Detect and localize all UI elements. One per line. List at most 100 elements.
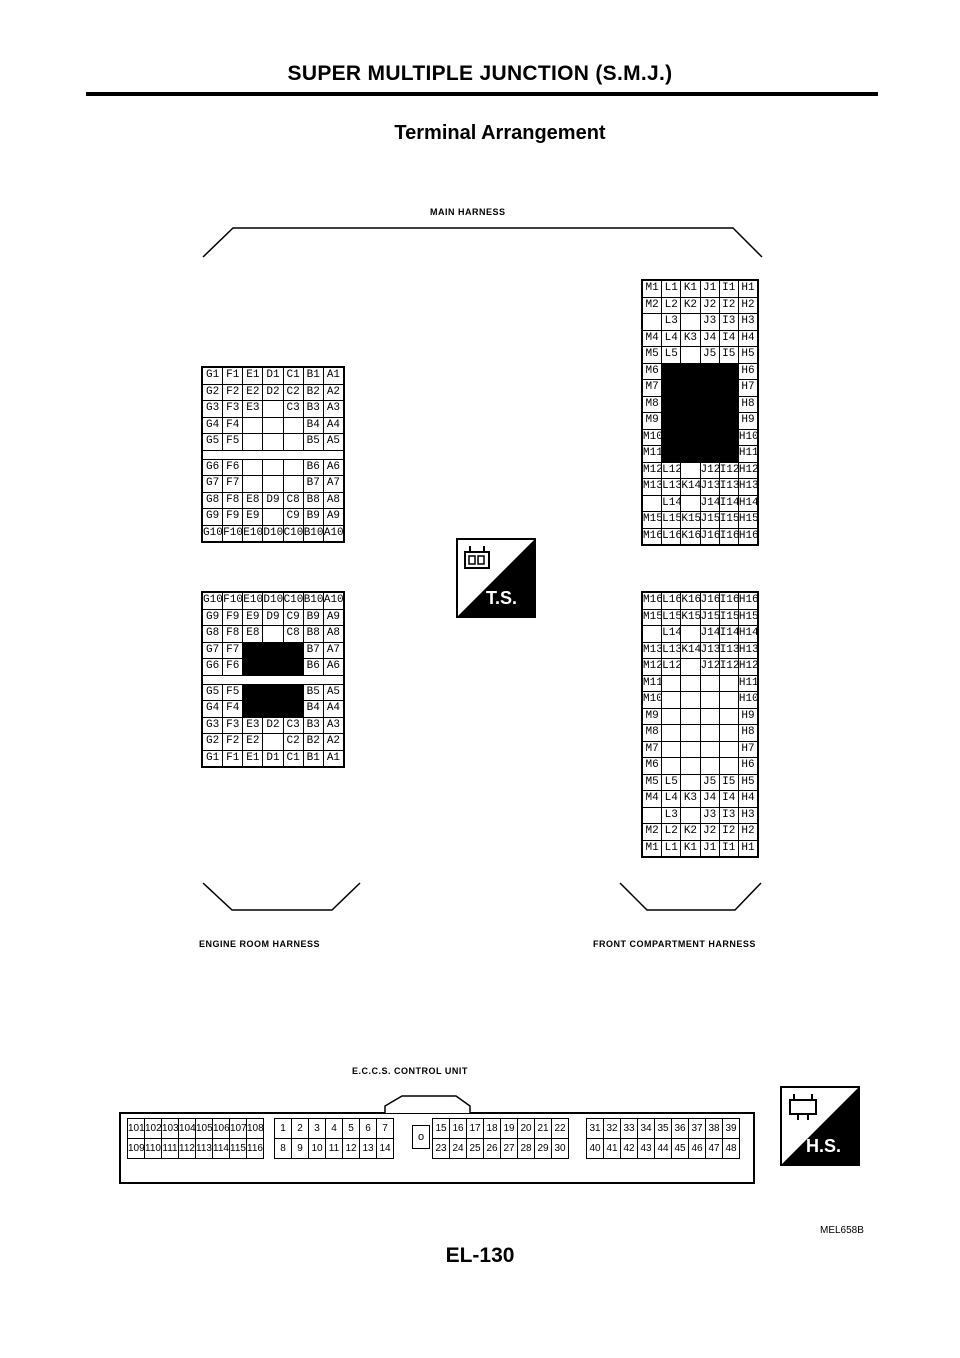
- terminal-a10: A10: [323, 526, 343, 539]
- terminal-g2: G2: [203, 384, 224, 400]
- connector-pin-105: 105: [196, 1119, 213, 1138]
- engine-room-harness-label: ENGINE ROOM HARNESS: [199, 939, 321, 949]
- terminal-h2: H2: [741, 298, 755, 311]
- terminal-e9: E9: [243, 509, 264, 525]
- terminal-f7: F7: [223, 642, 244, 658]
- terminal-k15: K15: [681, 609, 701, 625]
- connector-pin-42: 42: [621, 1139, 638, 1158]
- terminal-empty: [283, 659, 304, 675]
- connector-pin-22: 22: [554, 1123, 566, 1134]
- terminal-empty: [662, 380, 682, 396]
- terminal-empty: [263, 734, 284, 750]
- terminal-i3: I3: [720, 314, 739, 330]
- connector-pin-107: 107: [230, 1119, 247, 1138]
- terminal-c1: C1: [284, 750, 304, 766]
- terminal-c2: C2: [284, 734, 304, 750]
- connector-pin-9: 9: [292, 1139, 309, 1158]
- page-number: EL-130: [445, 1244, 515, 1267]
- front-compartment-harness-label: FRONT COMPARTMENT HARNESS: [593, 939, 756, 949]
- terminal-empty: [681, 675, 701, 691]
- terminal-j1: J1: [701, 840, 720, 856]
- terminal-empty: [263, 417, 284, 433]
- terminal-a5: A5: [326, 685, 341, 698]
- terminal-empty: [681, 413, 701, 429]
- terminal-l15: L15: [662, 609, 682, 625]
- terminal-empty: [701, 741, 720, 757]
- terminal-h8: H8: [741, 397, 755, 410]
- terminal-h8: H8: [741, 726, 755, 738]
- terminal-l3: L3: [662, 314, 682, 330]
- terminal-e3: E3: [243, 717, 264, 733]
- terminal-empty: [700, 429, 720, 445]
- terminal-empty: [681, 758, 701, 774]
- terminal-empty: [720, 675, 739, 691]
- terminal-h7: H7: [741, 742, 755, 755]
- block-divider: [203, 676, 343, 685]
- terminal-f3: F3: [223, 717, 244, 733]
- connector-pin-31: 31: [587, 1119, 604, 1138]
- terminal-f2: F2: [223, 734, 244, 750]
- terminal-empty: [643, 626, 663, 642]
- terminal-f8: F8: [223, 626, 244, 642]
- terminal-f3: F3: [223, 401, 244, 417]
- terminal-e8: E8: [243, 492, 264, 508]
- terminal-l12: L12: [662, 659, 682, 675]
- terminal-h7: H7: [741, 381, 755, 393]
- connector-pin-110: 110: [145, 1139, 162, 1158]
- terminal-empty: [681, 708, 701, 724]
- terminal-i14: I14: [720, 626, 739, 642]
- terminal-b8: B8: [304, 626, 324, 642]
- connector-pin-35: 35: [655, 1119, 672, 1138]
- terminal-h14: H14: [738, 496, 758, 509]
- terminal-m12: M12: [643, 462, 663, 478]
- terminal-i12: I12: [720, 659, 739, 675]
- terminal-l14: L14: [662, 495, 682, 511]
- terminal-h4: H4: [741, 792, 755, 804]
- connector-pin-36: 36: [672, 1119, 689, 1138]
- terminal-empty: [263, 626, 284, 642]
- connector-pin-11: 11: [326, 1139, 343, 1158]
- terminal-j3: J3: [701, 314, 720, 330]
- terminal-e2: E2: [243, 384, 264, 400]
- terminal-c10: C10: [284, 593, 304, 609]
- terminal-empty: [662, 741, 682, 757]
- figure-code: MEL658B: [820, 1225, 864, 1236]
- terminal-l14: L14: [662, 626, 682, 642]
- terminal-c3: C3: [284, 717, 304, 733]
- terminal-a1: A1: [326, 369, 341, 381]
- terminal-empty: [263, 659, 284, 675]
- terminal-b4: B4: [304, 417, 324, 433]
- terminal-h10: H10: [738, 430, 758, 443]
- terminal-l2: L2: [662, 824, 682, 840]
- terminal-b1: B1: [304, 368, 324, 384]
- connector-pin-115: 115: [230, 1139, 247, 1158]
- terminal-i14: I14: [720, 495, 739, 511]
- terminal-k16: K16: [681, 593, 701, 609]
- terminal-h3: H3: [741, 315, 755, 327]
- terminal-m16: M16: [643, 593, 663, 609]
- terminal-k15: K15: [681, 512, 701, 528]
- terminal-m15: M15: [643, 512, 663, 528]
- terminal-m16: M16: [643, 528, 663, 544]
- connector-pin-17: 17: [467, 1119, 484, 1138]
- terminal-empty: [662, 725, 682, 741]
- connector-pin-29: 29: [535, 1139, 552, 1158]
- terminal-empty: [719, 429, 739, 445]
- terminal-m15: M15: [643, 609, 663, 625]
- terminal-g5: G5: [203, 434, 224, 450]
